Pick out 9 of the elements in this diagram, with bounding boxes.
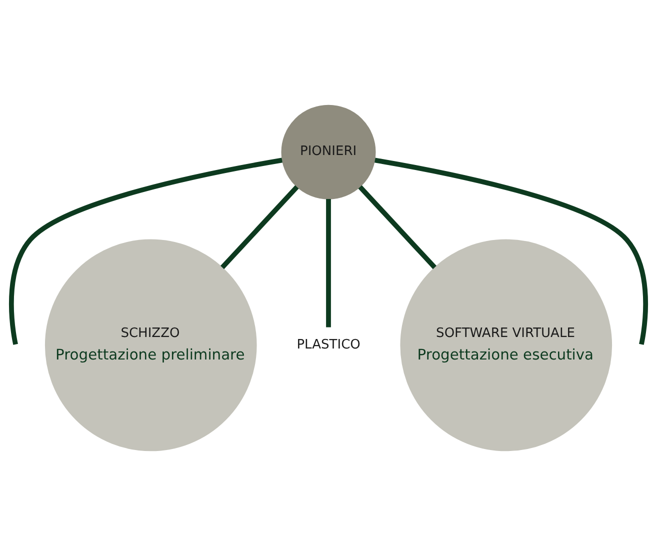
connector <box>358 185 436 270</box>
node-circle: PIONIERI <box>281 104 376 200</box>
connector <box>326 199 331 328</box>
node-circle: SCHIZZO Progettazione preliminare <box>44 239 257 452</box>
connector <box>220 185 299 270</box>
connector <box>8 158 282 345</box>
node-text: PLASTICO <box>296 337 360 352</box>
connector <box>374 158 648 345</box>
node-circle: SOFTWARE VIRTUALE Progettazione esecutiva <box>400 239 612 452</box>
